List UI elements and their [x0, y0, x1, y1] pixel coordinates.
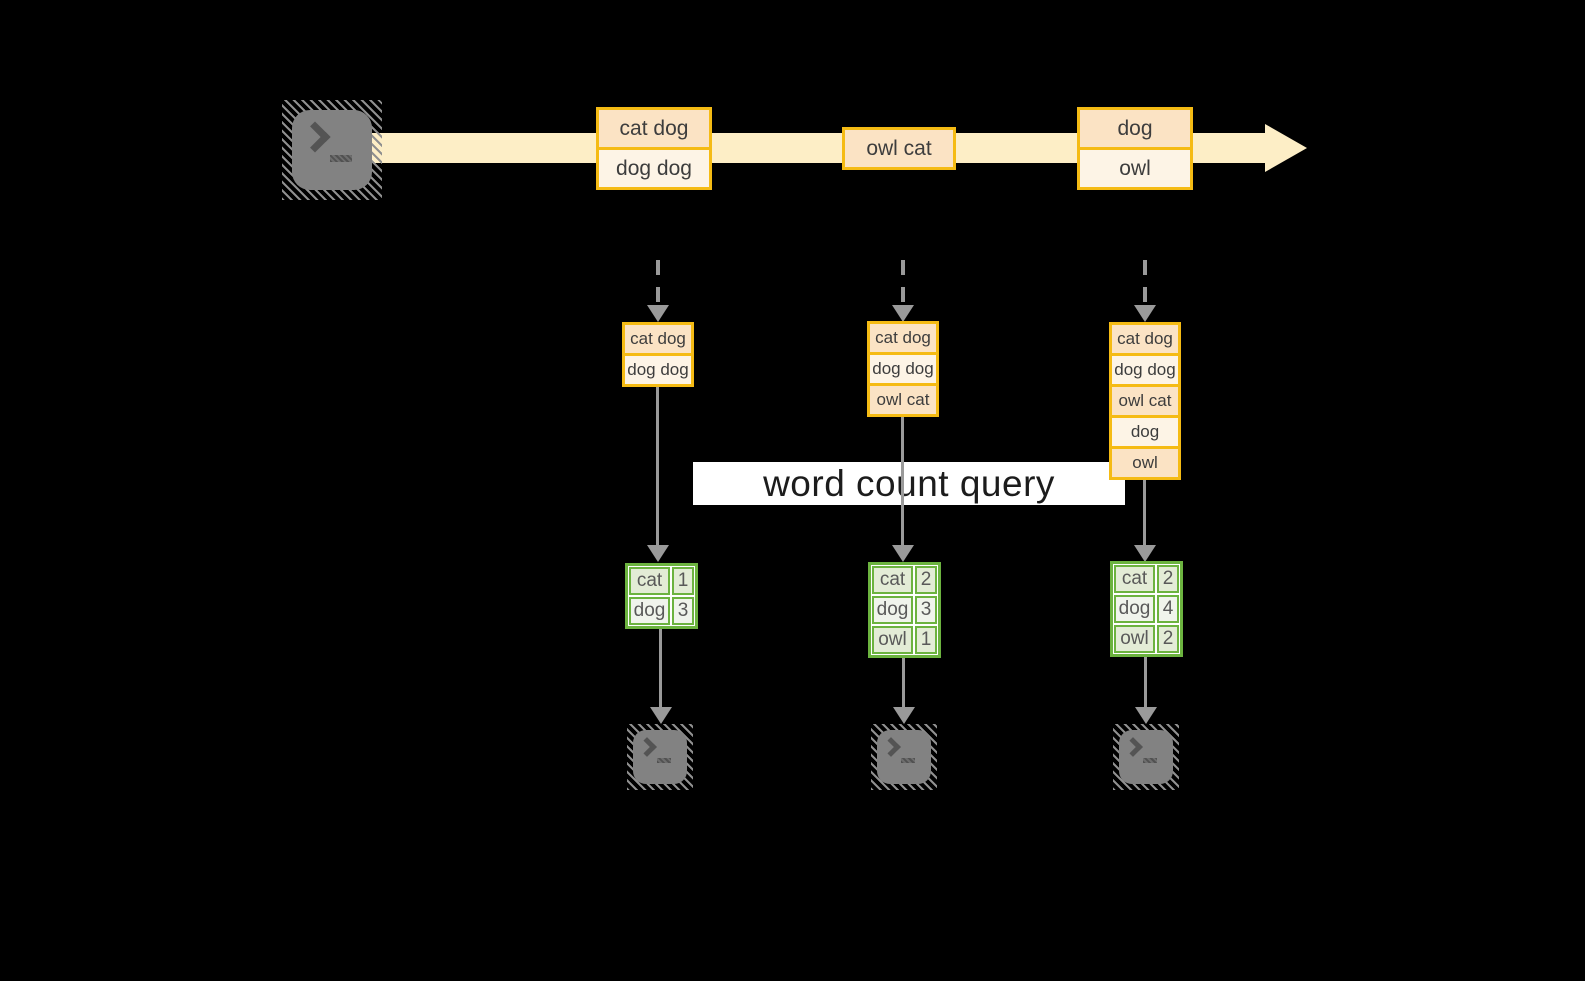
count-cell: 2 — [915, 566, 937, 594]
word-count-query-banner: word count query — [693, 462, 1125, 505]
buffer-stack-1: cat dog dog dog — [622, 322, 694, 387]
arrowhead-icon — [1135, 707, 1157, 724]
buffer-line: dog — [1112, 415, 1178, 446]
buffer-line: owl cat — [870, 383, 936, 414]
count-cell: 1 — [672, 567, 694, 595]
stream-arrowhead-icon — [1265, 124, 1307, 172]
prompt-underscore-icon — [1143, 758, 1157, 763]
count-table-3: cat 2 dog 4 owl 2 — [1110, 561, 1183, 657]
dashed-arrow-line — [1143, 260, 1147, 304]
terminal-body — [633, 730, 687, 784]
consumer-terminal-icon — [871, 724, 937, 790]
arrowhead-icon — [647, 305, 669, 322]
buffer-stack-2: cat dog dog dog owl cat — [867, 321, 939, 417]
count-table-2: cat 2 dog 3 owl 1 — [868, 562, 941, 658]
connector-line — [656, 387, 659, 545]
word-cell: cat — [1114, 565, 1155, 593]
batch-line: dog — [1080, 110, 1190, 147]
buffer-line: cat dog — [1112, 325, 1178, 353]
buffer-line: cat dog — [625, 325, 691, 353]
prompt-underscore-icon — [330, 155, 352, 162]
connector-line — [902, 658, 905, 707]
batch-line: cat dog — [599, 110, 709, 147]
word-cell: dog — [629, 597, 670, 625]
buffer-line: dog dog — [870, 352, 936, 383]
buffer-line: owl cat — [1112, 384, 1178, 415]
source-terminal-icon — [282, 100, 382, 200]
count-cell: 3 — [915, 596, 937, 624]
buffer-line: cat dog — [870, 324, 936, 352]
arrowhead-icon — [892, 305, 914, 322]
dashed-arrow-line — [656, 260, 660, 304]
stream-batch-1: cat dog dog dog — [596, 107, 712, 190]
connector-line — [1144, 657, 1147, 707]
arrowhead-icon — [650, 707, 672, 724]
arrowhead-icon — [893, 707, 915, 724]
banner-label: word count query — [763, 462, 1055, 504]
buffer-line: dog dog — [1112, 353, 1178, 384]
word-cell: cat — [629, 567, 670, 595]
word-cell: cat — [872, 566, 913, 594]
connector-line — [1143, 480, 1146, 545]
connector-line — [659, 629, 662, 707]
count-cell: 1 — [915, 626, 937, 654]
stream-batch-3: dog owl — [1077, 107, 1193, 190]
word-cell: owl — [872, 626, 913, 654]
terminal-body — [1119, 730, 1173, 784]
arrowhead-icon — [1134, 305, 1156, 322]
dashed-arrow-line — [901, 260, 905, 304]
buffer-line: dog dog — [625, 353, 691, 384]
count-table-1: cat 1 dog 3 — [625, 563, 698, 629]
consumer-terminal-icon — [1113, 724, 1179, 790]
count-cell: 4 — [1157, 595, 1179, 623]
word-cell: dog — [872, 596, 913, 624]
count-cell: 3 — [672, 597, 694, 625]
batch-line: owl cat — [845, 130, 953, 167]
word-cell: owl — [1114, 625, 1155, 653]
batch-line: owl — [1080, 147, 1190, 187]
terminal-body — [877, 730, 931, 784]
connector-line — [901, 417, 904, 545]
terminal-body — [292, 110, 372, 190]
consumer-terminal-icon — [627, 724, 693, 790]
buffer-line: owl — [1112, 446, 1178, 477]
arrowhead-icon — [1134, 545, 1156, 562]
buffer-stack-3: cat dog dog dog owl cat dog owl — [1109, 322, 1181, 480]
prompt-underscore-icon — [657, 758, 671, 763]
arrowhead-icon — [647, 545, 669, 562]
batch-line: dog dog — [599, 147, 709, 187]
word-cell: dog — [1114, 595, 1155, 623]
prompt-underscore-icon — [901, 758, 915, 763]
count-cell: 2 — [1157, 625, 1179, 653]
stream-batch-2: owl cat — [842, 127, 956, 170]
arrowhead-icon — [892, 545, 914, 562]
count-cell: 2 — [1157, 565, 1179, 593]
